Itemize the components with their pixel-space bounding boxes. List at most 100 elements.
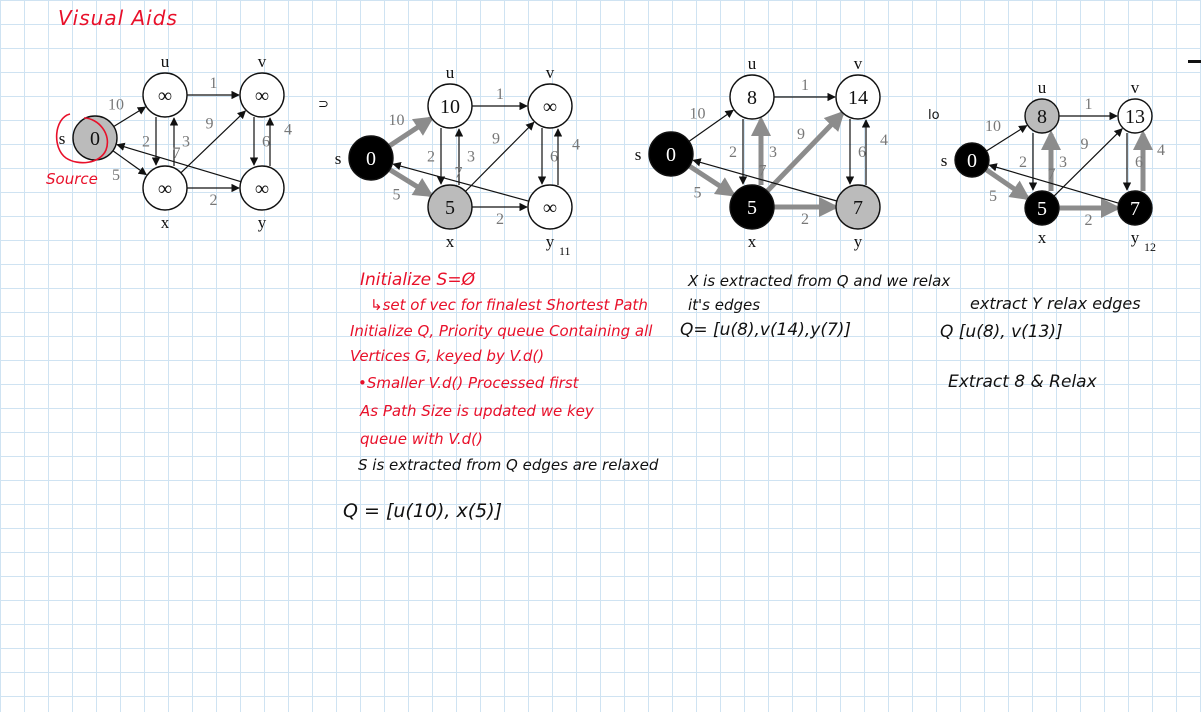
- weight-vy: 6: [1135, 154, 1143, 171]
- note-smaller: •Smaller V.d() Processed first: [358, 374, 579, 392]
- label-x: x: [446, 232, 455, 251]
- weight-yv: 4: [880, 132, 888, 149]
- weight-vy: 6: [858, 144, 866, 161]
- weight-ys: 7: [1048, 166, 1056, 183]
- weight-xy: 2: [210, 192, 218, 209]
- node-value-u: ∞: [158, 85, 172, 107]
- node-s: [954, 142, 990, 178]
- node-value-x: 5: [445, 197, 455, 219]
- weight-sx: 5: [694, 185, 702, 202]
- edge-su: [688, 109, 734, 142]
- weight-xv: 9: [1081, 136, 1089, 153]
- edge-sx: [388, 167, 434, 198]
- weight-su: 10: [389, 112, 405, 129]
- label-u: u: [748, 54, 757, 73]
- weight-uv: 1: [210, 75, 218, 92]
- label-s: s: [941, 151, 948, 170]
- node-value-v: ∞: [255, 85, 269, 107]
- edge-xv: [1053, 128, 1123, 197]
- label-s: s: [335, 149, 342, 168]
- weight-sx: 5: [112, 167, 120, 184]
- note-x-extracted-2: it's edges: [688, 296, 761, 314]
- node-x: [142, 165, 188, 211]
- label-y: y: [258, 213, 267, 232]
- note-q2: Q= [u(8),v(14),y(7)]: [680, 320, 852, 340]
- edge-xv: [180, 110, 247, 174]
- weight-xu: 3: [1059, 154, 1067, 171]
- weight-uv: 1: [496, 86, 504, 103]
- weight-su: 10: [985, 118, 1001, 135]
- weight-xv: 9: [492, 131, 500, 148]
- weight-xu: 3: [467, 149, 475, 166]
- edge-xv: [465, 121, 535, 192]
- note-init-q-1: Initialize Q, Priority queue Containing …: [350, 322, 653, 340]
- node-value-v: 13: [1125, 106, 1145, 128]
- stray-mark: lo: [928, 108, 940, 123]
- weight-yv: 4: [284, 122, 292, 139]
- figure-subscript: 11: [559, 244, 571, 258]
- label-v: v: [258, 52, 267, 71]
- node-value-y: 7: [853, 197, 863, 219]
- node-y: [527, 184, 573, 230]
- weight-ux: 2: [142, 134, 150, 151]
- weight-xy: 2: [801, 211, 809, 228]
- node-v: [1117, 98, 1153, 134]
- node-value-s: 0: [666, 144, 676, 166]
- weight-xy: 2: [496, 211, 504, 228]
- note-init-s: Initialize S=Ø: [360, 270, 475, 290]
- weight-uv: 1: [1085, 96, 1093, 113]
- node-value-v: 14: [848, 87, 868, 109]
- label-v: v: [1131, 78, 1140, 97]
- figure-subscript: 12: [1144, 240, 1156, 254]
- note-init-q-2: Vertices G, keyed by V.d(): [350, 347, 545, 365]
- label-x: x: [1038, 228, 1047, 247]
- label-u: u: [446, 63, 455, 82]
- weight-xu: 3: [769, 144, 777, 161]
- label-y: y: [854, 232, 863, 251]
- node-u: [142, 72, 188, 118]
- node-value-y: ∞: [255, 178, 269, 200]
- node-u: [1024, 98, 1060, 134]
- node-y: [239, 165, 285, 211]
- node-value-u: 8: [747, 87, 757, 109]
- edge-su: [986, 125, 1028, 152]
- weight-ux: 2: [427, 149, 435, 166]
- edge-xv: [765, 110, 845, 193]
- node-y: [1117, 190, 1153, 226]
- source-label: Source: [46, 170, 98, 188]
- note-path-2: queue with V.d(): [360, 430, 483, 448]
- weight-ux: 2: [729, 144, 737, 161]
- weight-xy: 2: [1085, 212, 1093, 229]
- weight-ys: 7: [173, 145, 181, 162]
- edge-sx: [984, 167, 1031, 201]
- label-v: v: [546, 63, 555, 82]
- weight-yv: 4: [1157, 142, 1165, 159]
- weight-sx: 5: [989, 188, 997, 205]
- weight-yv: 4: [572, 137, 580, 154]
- note-extract-y: extract Y relax edges: [970, 294, 1141, 313]
- node-s: [348, 135, 394, 181]
- weight-sx: 5: [393, 187, 401, 204]
- label-s: s: [635, 145, 642, 164]
- source-circle-annotation: [55, 113, 109, 164]
- label-s: s: [59, 129, 66, 148]
- node-value-y: ∞: [543, 197, 557, 219]
- node-v: [239, 72, 285, 118]
- node-x: [1024, 190, 1060, 226]
- node-value-s: 0: [967, 150, 977, 172]
- note-s-extracted: S is extracted from Q edges are relaxed: [358, 456, 659, 474]
- weight-xv: 9: [206, 116, 214, 133]
- note-extract-8: Extract 8 & Relax: [948, 372, 1097, 392]
- node-x: [729, 184, 775, 230]
- label-x: x: [161, 213, 170, 232]
- node-u: [729, 74, 775, 120]
- node-value-v: ∞: [543, 96, 557, 118]
- node-value-s: 0: [90, 128, 100, 150]
- weight-su: 10: [108, 97, 124, 114]
- node-x: [427, 184, 473, 230]
- label-u: u: [1038, 78, 1047, 97]
- weight-ys: 7: [759, 163, 767, 180]
